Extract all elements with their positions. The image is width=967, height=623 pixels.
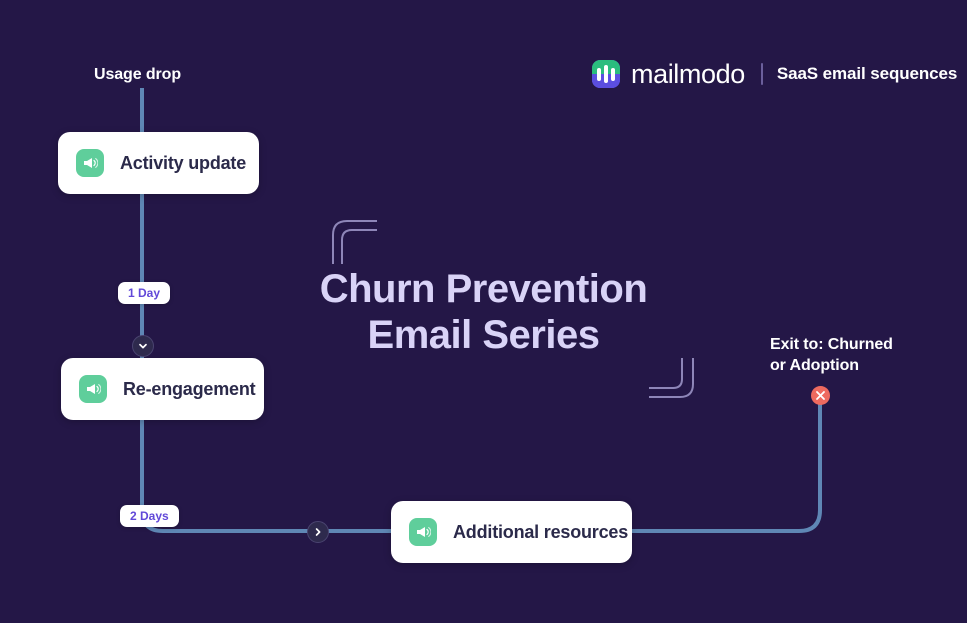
megaphone-icon	[76, 149, 104, 177]
exit-label: Exit to: Churned or Adoption	[770, 336, 893, 374]
delay-badge-1-day[interactable]: 1 Day	[118, 282, 171, 304]
brand-header: mailmodo SaaS email sequences	[592, 58, 957, 90]
decorative-corner-bottom-right	[648, 358, 696, 402]
decorative-corner-top-left	[330, 218, 378, 266]
node-additional-resources[interactable]: Additional resources	[391, 501, 632, 563]
node-activity-update[interactable]: Activity update	[58, 132, 259, 194]
brand-tagline: SaaS email sequences	[776, 64, 958, 83]
delay-badge-2-days[interactable]: 2 Days	[120, 505, 179, 527]
chevron-right-icon[interactable]	[307, 521, 329, 543]
node-label: Re-engagement	[123, 378, 256, 399]
node-re-engagement[interactable]: Re-engagement	[61, 358, 264, 420]
node-label: Activity update	[120, 152, 247, 173]
node-label: Additional resources	[453, 521, 629, 542]
megaphone-icon	[409, 518, 437, 546]
trigger-label: Usage drop	[94, 66, 182, 83]
mailmodo-logo-icon	[592, 60, 620, 88]
chevron-down-icon[interactable]	[132, 335, 154, 357]
megaphone-icon	[79, 375, 107, 403]
brand-separator	[760, 63, 763, 85]
brand-name: mailmodo	[631, 58, 745, 89]
close-circle-icon[interactable]	[811, 386, 830, 405]
